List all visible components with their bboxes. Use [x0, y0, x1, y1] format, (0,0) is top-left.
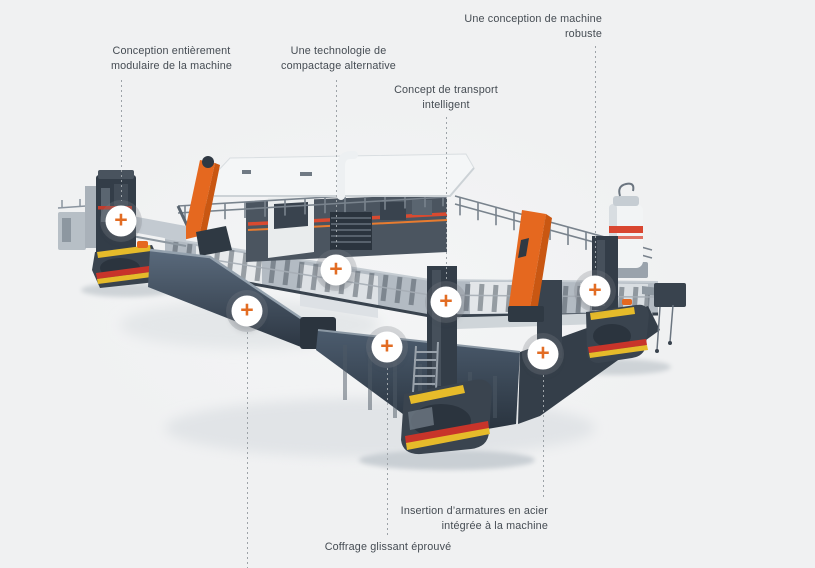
- exhaust-pipe: [337, 151, 358, 200]
- left-conveyor: [176, 156, 232, 256]
- right-track-unit: [586, 236, 649, 363]
- plus-icon: +: [439, 287, 453, 314]
- hotspot-modular-design[interactable]: +: [105, 205, 137, 237]
- callout-line-steel-reinforcement: [543, 375, 544, 500]
- left-end-equipment: [57, 199, 87, 250]
- plus-icon: +: [114, 206, 128, 233]
- plus-icon: +: [536, 339, 550, 366]
- plus-icon: +: [588, 276, 602, 303]
- hotspot-robust-design[interactable]: +: [579, 275, 611, 307]
- engine-module: [246, 194, 448, 262]
- callout-line-robust-design: [595, 46, 596, 270]
- feature-label-modular-design: Conception entièrement modulaire de la m…: [110, 45, 233, 72]
- callout-line-slipform: [387, 368, 388, 536]
- feature-label-transport-concept: Concept de transport intelligent: [394, 84, 498, 111]
- plus-icon: +: [240, 296, 254, 323]
- feature-label-steel-reinforcement: Insertion d’armatures en acier intégrée …: [400, 505, 548, 532]
- loading-boom: [508, 210, 562, 358]
- feature-label-compaction-technology: Une technologie de compactage alternativ…: [281, 45, 396, 72]
- hotspot-steel-reinforcement[interactable]: +: [527, 338, 559, 370]
- feature-label-slipform: Coffrage glissant éprouvé: [324, 541, 452, 553]
- plus-icon: +: [380, 332, 394, 359]
- feature-label-robust-design: Une conception de machine robuste: [464, 13, 602, 40]
- hotspot-offscreen-feature[interactable]: +: [231, 295, 263, 327]
- plus-icon: +: [329, 255, 343, 282]
- callout-line-transport-concept: [446, 117, 447, 281]
- callout-line-compaction-technology: [336, 80, 337, 249]
- hotspot-transport-concept[interactable]: +: [430, 286, 462, 318]
- callout-line-offscreen-feature: [247, 332, 248, 568]
- hotspot-compaction-technology[interactable]: +: [320, 254, 352, 286]
- callout-line-modular-design: [121, 80, 122, 201]
- hotspot-slipform[interactable]: +: [371, 331, 403, 363]
- sensor-arm: [642, 283, 686, 353]
